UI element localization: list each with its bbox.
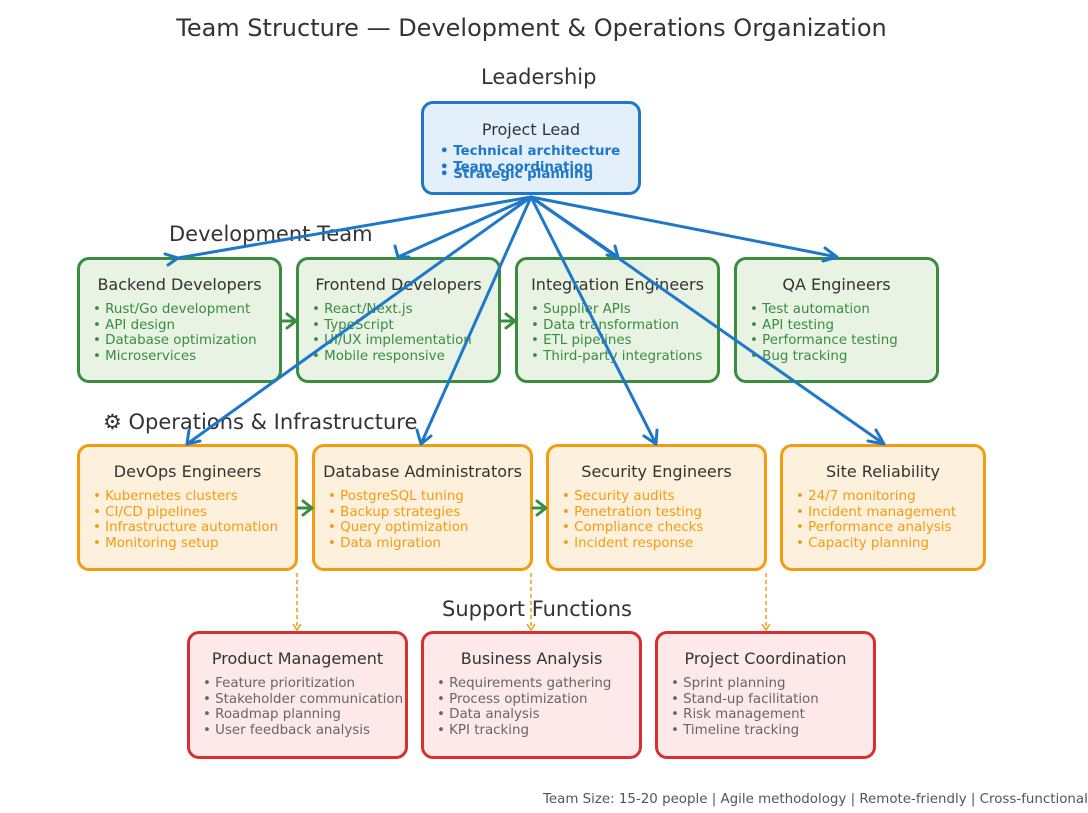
section-label-operations: ⚙ Operations & Infrastructure: [103, 410, 418, 434]
node-item: Monitoring setup: [93, 536, 278, 552]
edge-lead-to-security: [529, 195, 659, 446]
edge-lead-to-qa: [529, 195, 839, 263]
node-items: Feature prioritization Stakeholder commu…: [203, 676, 403, 738]
edge-frontend-to-integration: [499, 312, 517, 330]
node-frontend-developers: Frontend Developers React/Next.js TypeSc…: [296, 257, 501, 383]
node-item: API testing: [750, 318, 898, 334]
node-item: Bug tracking: [750, 349, 898, 365]
node-item: TypeScript: [312, 318, 472, 334]
edge-lead-to-backend: [163, 195, 533, 267]
node-database-administrators: Database Administrators PostgreSQL tunin…: [312, 444, 533, 571]
section-label-support: Support Functions: [442, 597, 632, 621]
node-item: Rust/Go development: [93, 302, 257, 318]
node-item: Data migration: [328, 536, 468, 552]
node-item: Technical architecture: [440, 144, 620, 160]
node-items: Sprint planning Stand-up facilitation Ri…: [671, 676, 819, 738]
node-items: Test automation API testing Performance …: [750, 302, 898, 364]
node-item: Requirements gathering: [437, 676, 611, 692]
node-title: Site Reliability: [826, 462, 940, 481]
diagram-title: Team Structure — Development & Operation…: [176, 14, 887, 42]
node-item: API design: [93, 318, 257, 334]
node-item: Data transformation: [531, 318, 702, 334]
node-title: Product Management: [211, 649, 384, 668]
node-items: Requirements gathering Process optimizat…: [437, 676, 611, 738]
node-item: Strategic planning: [440, 167, 593, 183]
node-item: Database optimization: [93, 333, 256, 349]
edge-dba-to-security: [531, 499, 548, 517]
node-security-engineers: Security Engineers Security audits Penet…: [546, 444, 767, 571]
edge-lead-to-frontend: [393, 195, 533, 259]
node-project-lead: Project Lead Technical architecture Team…: [421, 101, 641, 195]
node-items: Kubernetes clusters CI/CD pipelines Infr…: [93, 489, 278, 551]
arrowhead-business: [526, 623, 536, 632]
node-title: Backend Developers: [97, 275, 262, 294]
node-item: Compliance checks: [562, 520, 703, 536]
node-items: React/Next.js TypeScript UI/UX implement…: [312, 302, 472, 364]
node-item: Data analysis: [437, 707, 611, 723]
node-item: 24/7 monitoring: [796, 489, 956, 505]
node-item: React/Next.js: [312, 302, 472, 318]
node-items: Security audits Penetration testing Comp…: [562, 489, 703, 551]
node-item: Security audits: [562, 489, 703, 505]
node-item: Incident management: [796, 505, 956, 521]
edge-lead-to-dba: [415, 195, 533, 446]
node-title: Database Administrators: [323, 462, 522, 481]
node-item: Third-party integrations: [531, 349, 702, 365]
node-project-coordination: Project Coordination Sprint planning Sta…: [655, 631, 876, 759]
node-item: Timeline tracking: [671, 723, 819, 739]
edge-lead-to-sre: [529, 195, 886, 446]
node-devops-engineers: DevOps Engineers Kubernetes clusters CI/…: [77, 444, 298, 571]
arrowhead-coordination: [761, 623, 771, 632]
node-title: Project Lead: [481, 120, 581, 139]
edge-lead-to-devops: [185, 195, 533, 446]
node-item: KPI tracking: [437, 723, 611, 739]
node-title: Frontend Developers: [315, 275, 482, 294]
node-title: DevOps Engineers: [113, 462, 262, 481]
node-item: Stand-up facilitation: [671, 692, 819, 708]
node-item: Microservices: [93, 349, 257, 365]
node-item: Kubernetes clusters: [93, 489, 278, 505]
node-item: Penetration testing: [562, 505, 703, 521]
node-item: Process optimization: [437, 692, 611, 708]
node-item: Incident response: [562, 536, 703, 552]
edge-backend-to-frontend: [280, 312, 298, 330]
node-title: Project Coordination: [684, 649, 847, 668]
node-business-analysis: Business Analysis Requirements gathering…: [421, 631, 642, 759]
node-item: Infrastructure automation: [93, 520, 278, 536]
node-item: PostgreSQL tuning: [328, 489, 468, 505]
node-item: Feature prioritization: [203, 676, 403, 692]
node-item: Test automation: [750, 302, 898, 318]
node-item: Risk management: [671, 707, 819, 723]
node-item: Backup strategies: [328, 505, 468, 521]
edge-devops-to-dba: [296, 499, 314, 517]
node-title: QA Engineers: [782, 275, 891, 294]
node-item: Stakeholder communication: [203, 692, 403, 708]
node-items: Rust/Go development API design Database …: [93, 302, 257, 365]
node-item: Performance analysis: [796, 520, 956, 536]
node-item: User feedback analysis: [203, 723, 403, 739]
node-items: PostgreSQL tuning Backup strategies Quer…: [328, 489, 468, 551]
node-item: ETL pipelines: [531, 333, 702, 349]
section-label-leadership: Leadership: [481, 65, 597, 89]
node-title: Business Analysis: [460, 649, 603, 668]
node-item: Sprint planning: [671, 676, 819, 692]
node-item: CI/CD pipelines: [93, 505, 278, 521]
node-item: Capacity planning: [796, 536, 956, 552]
node-backend-developers: Backend Developers Rust/Go development A…: [77, 257, 282, 383]
node-item: Roadmap planning: [203, 707, 403, 723]
node-item: UI/UX implementation: [312, 333, 472, 349]
node-title: Security Engineers: [581, 462, 732, 481]
node-item: Mobile responsive: [312, 349, 472, 365]
footer-note: Team Size: 15-20 people | Agile methodol…: [543, 792, 1088, 807]
arrowhead-product: [292, 623, 302, 632]
node-product-management: Product Management Feature prioritizatio…: [187, 631, 408, 759]
node-item: Performance testing: [750, 333, 898, 349]
connector-layer: [163, 195, 886, 632]
node-site-reliability: Site Reliability 24/7 monitoring Inciden…: [780, 444, 986, 571]
node-items: 24/7 monitoring Incident management Perf…: [796, 489, 956, 551]
node-item: Query optimization: [328, 520, 468, 536]
